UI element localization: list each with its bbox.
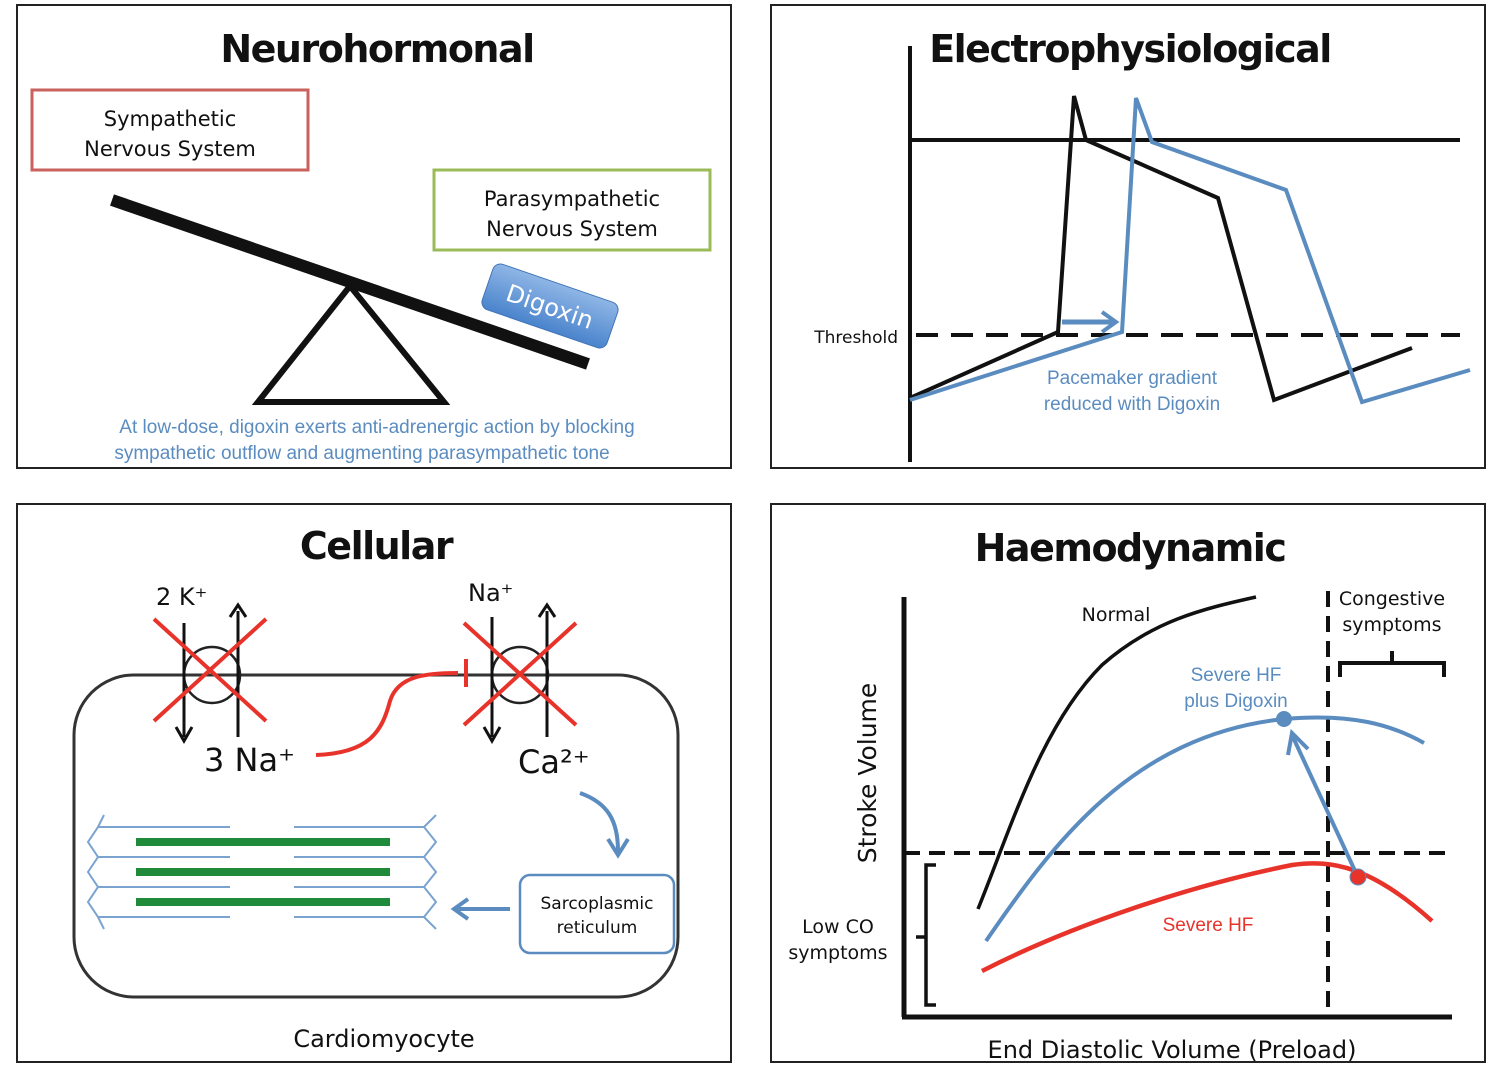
neurohormonal-diagram: Neurohormonal Sympathetic Nervous System…	[30, 27, 712, 464]
calcium-flow-arrow	[579, 791, 620, 852]
pump-label-bottom: 3 Na⁺	[204, 741, 295, 779]
seesaw-lever	[110, 194, 590, 370]
digoxin-action-potential	[909, 97, 1471, 405]
severe-hf-operating-point	[1349, 868, 1367, 886]
sympathetic-box	[30, 88, 310, 172]
exchanger-label-bottom: Ca²⁺	[518, 743, 590, 781]
neurohormonal-caption-line2: sympathetic outflow and augmenting paras…	[114, 443, 609, 464]
panel-neurohormonal: Neurohormonal Sympathetic Nervous System…	[16, 4, 732, 469]
parasympathetic-label-line2: Nervous System	[486, 217, 658, 241]
myofilaments	[136, 838, 390, 906]
panel-title: Cellular	[300, 524, 454, 568]
improvement-arrow	[1290, 734, 1358, 874]
na-ca-exchanger	[462, 602, 578, 745]
cardiomyocyte-label: Cardiomyocyte	[293, 1025, 474, 1053]
digoxin-operating-point	[1276, 711, 1292, 727]
digoxin-curve	[984, 715, 1425, 943]
sympathetic-label-line2: Nervous System	[84, 137, 256, 161]
sarcoplasmic-reticulum-box	[518, 873, 676, 955]
sr-label-line2: reticulum	[557, 918, 638, 938]
low-co-label-line1: Low CO	[802, 916, 874, 938]
panel-haemodynamic: Haemodynamic Stroke Volume End Diastolic…	[770, 503, 1486, 1064]
na-k-pump	[152, 602, 268, 745]
panel-electrophysiological: Electrophysiological Threshold Pacemaker…	[770, 4, 1486, 469]
severe-hf-curve	[980, 861, 1434, 974]
panel-cellular: Cellular 2 K⁺ 3 Na⁺ Na⁺ Ca²	[16, 503, 732, 1063]
y-axis-label: Stroke Volume	[853, 683, 882, 864]
parasympathetic-label-line1: Parasympathetic	[484, 187, 660, 211]
congestive-label-line2: symptoms	[1342, 614, 1441, 636]
fulcrum-triangle	[251, 281, 451, 405]
normal-curve	[976, 595, 1257, 910]
normal-action-potential	[909, 95, 1413, 403]
digoxin-label-line1: Severe HF	[1191, 665, 1282, 686]
panel-title: Electrophysiological	[929, 27, 1331, 71]
parasympathetic-box	[432, 168, 712, 252]
low-co-bracket	[924, 863, 936, 1007]
normal-label: Normal	[1082, 604, 1151, 626]
pump-label-top: 2 K⁺	[156, 583, 207, 611]
sarcomere	[86, 814, 438, 930]
panel-title: Haemodynamic	[975, 526, 1286, 570]
sr-label-line1: Sarcoplasmic	[541, 894, 654, 914]
haemodynamic-diagram: Haemodynamic Stroke Volume End Diastolic…	[788, 526, 1452, 1064]
pacemaker-annotation-line2: reduced with Digoxin	[1044, 394, 1220, 415]
x-axis-label: End Diastolic Volume (Preload)	[988, 1036, 1357, 1064]
exchanger-label-top: Na⁺	[468, 579, 513, 607]
inhibition-curve	[315, 671, 459, 757]
shift-arrow-head	[1100, 310, 1120, 334]
low-co-label-line2: symptoms	[788, 942, 887, 964]
sympathetic-label-line1: Sympathetic	[104, 107, 237, 131]
panel-title: Neurohormonal	[220, 27, 533, 71]
severe-hf-label: Severe HF	[1163, 915, 1254, 936]
congestive-label-line1: Congestive	[1339, 588, 1445, 610]
electrophysiological-diagram: Electrophysiological Threshold Pacemaker…	[813, 27, 1471, 462]
pacemaker-annotation-line1: Pacemaker gradient	[1047, 368, 1218, 389]
neurohormonal-caption-line1: At low-dose, digoxin exerts anti-adrener…	[119, 417, 634, 438]
cellular-diagram: Cellular 2 K⁺ 3 Na⁺ Na⁺ Ca²	[72, 524, 680, 1053]
digoxin-label-line2: plus Digoxin	[1184, 691, 1288, 712]
congestive-bracket	[1338, 661, 1446, 677]
cell-membrane	[72, 673, 680, 999]
threshold-label: Threshold	[813, 328, 898, 348]
